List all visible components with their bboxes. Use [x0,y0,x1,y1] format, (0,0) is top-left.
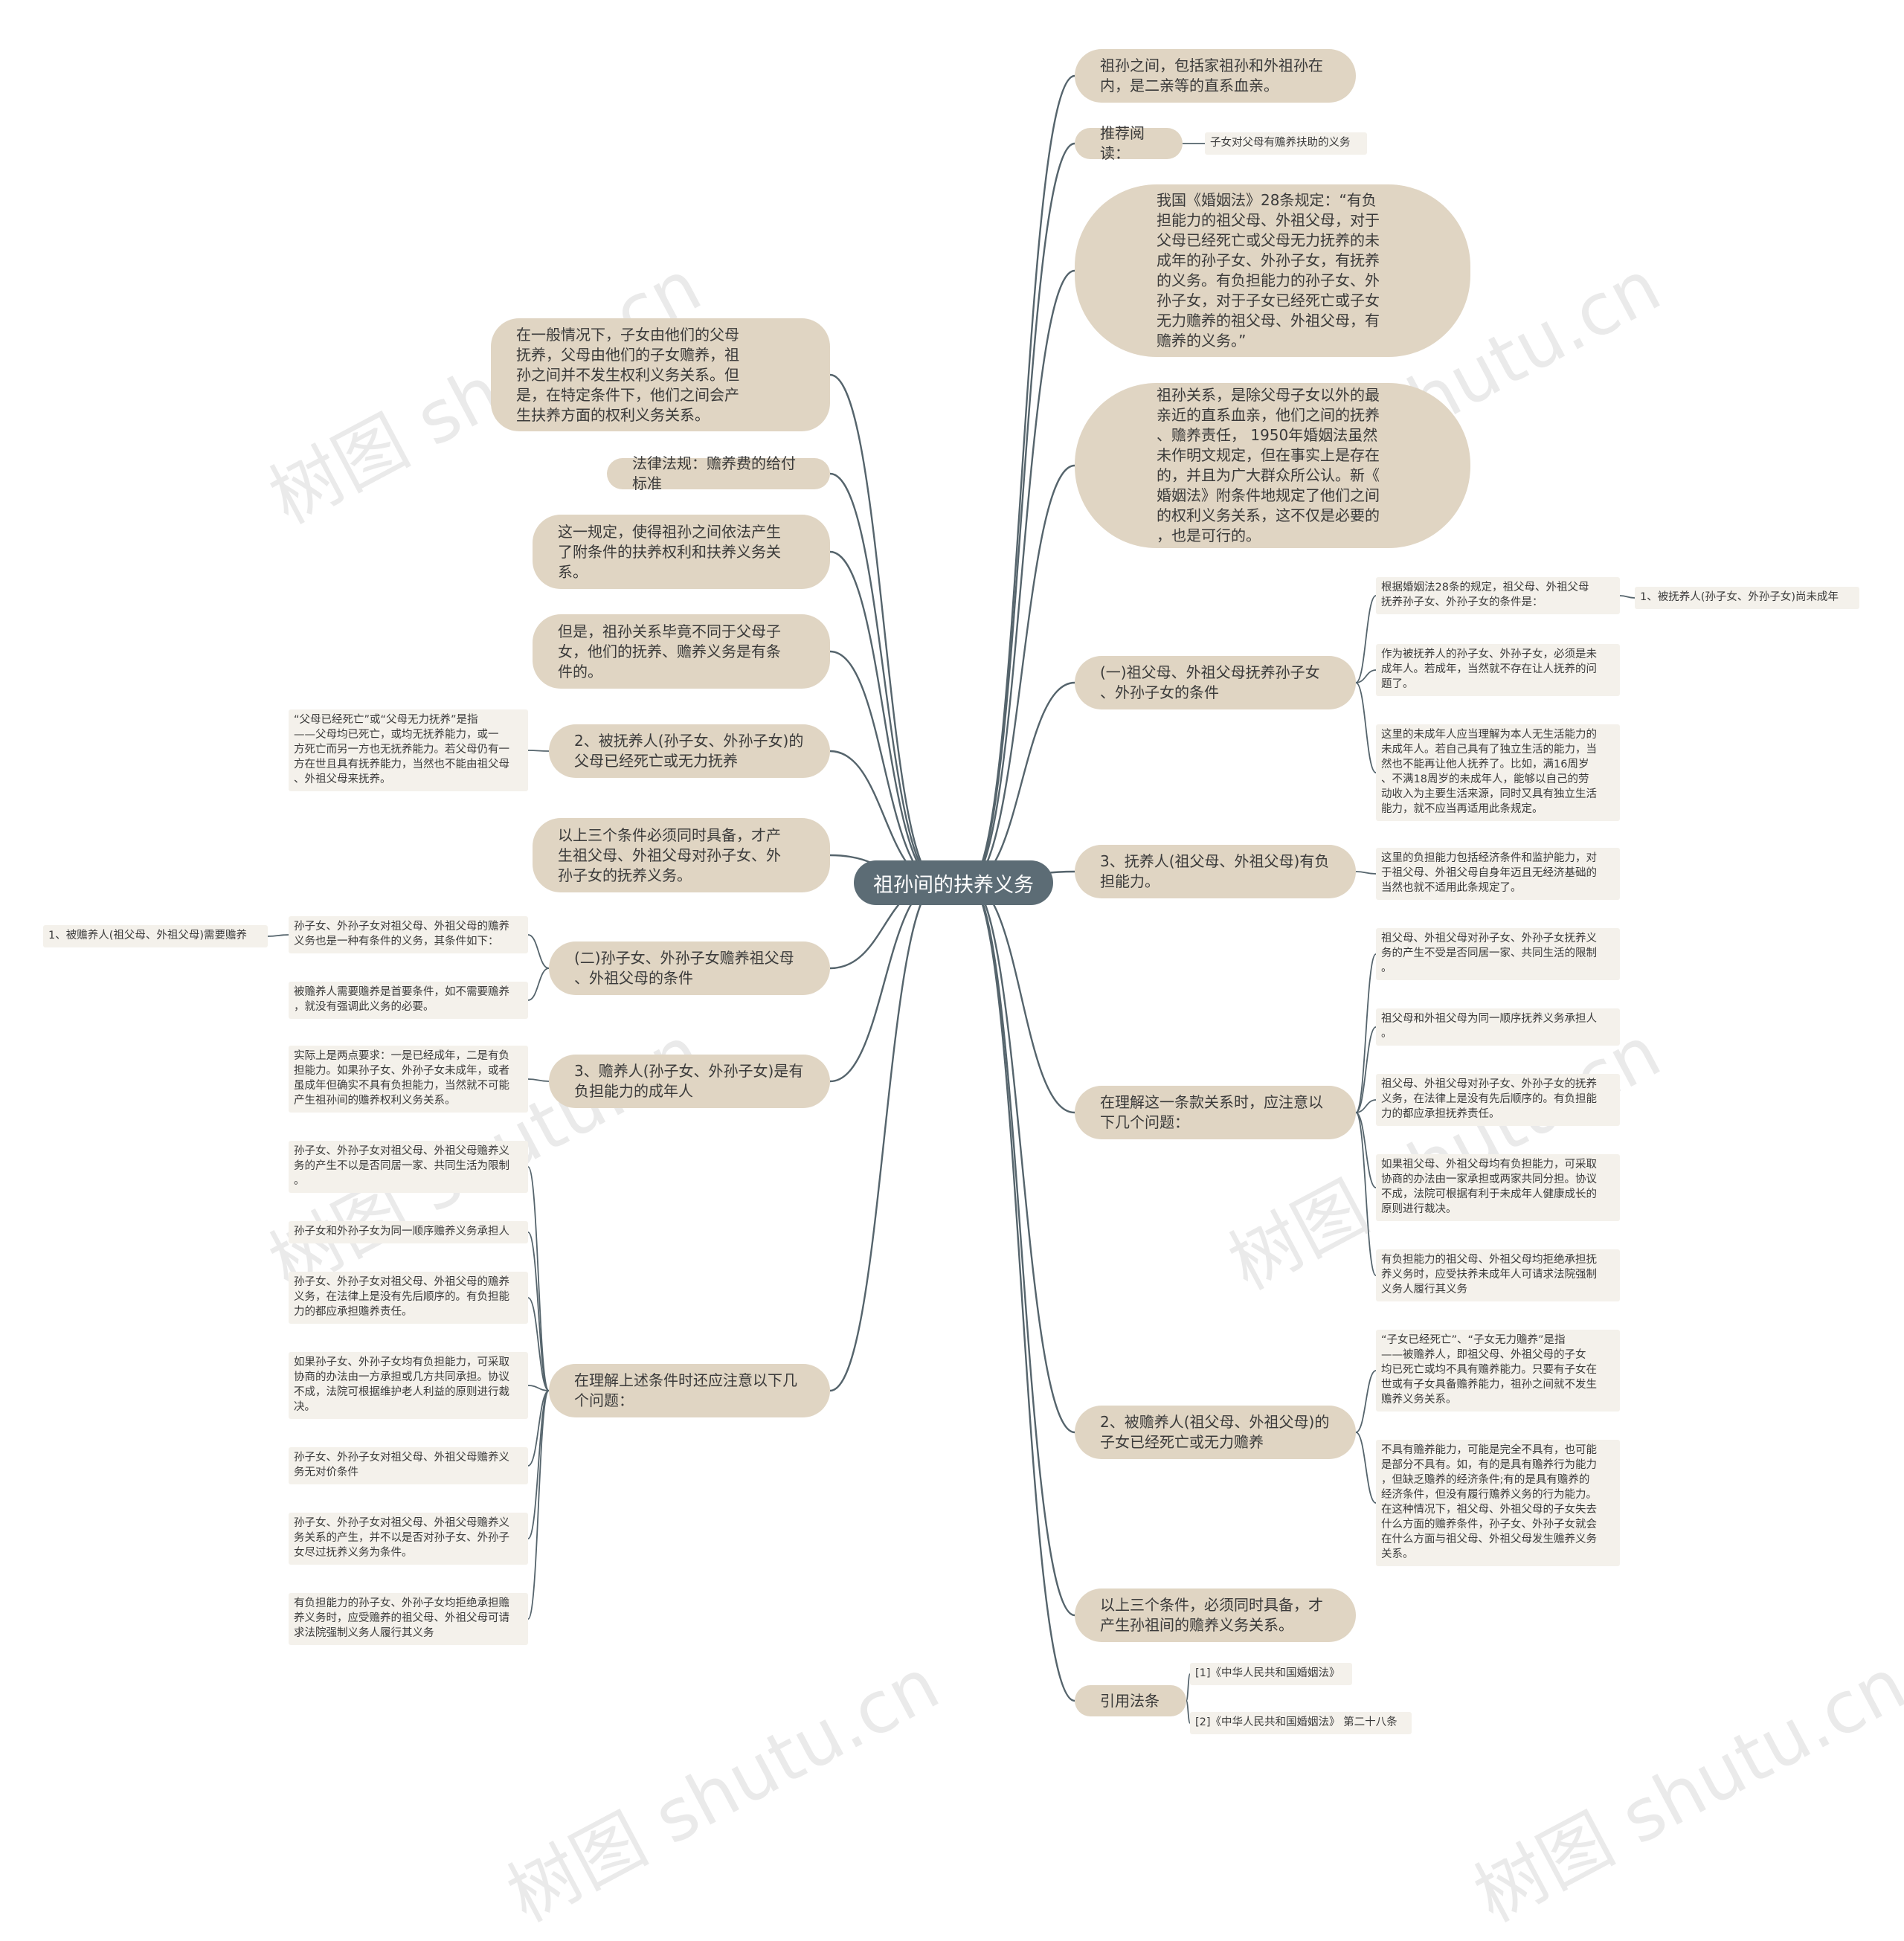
leaf-cited-law-2[interactable]: [2]《中华人民共和国婚姻法》 第二十八条 [1190,1712,1412,1734]
branch-line [829,550,939,884]
leaf-parents-dead-definition: “父母已经死亡”或“父母无力抚养”是指 ——父母均已死亡，或均无抚养能力，或一 … [289,709,528,791]
topic-cited-law[interactable]: 引用法条 [1075,1685,1186,1716]
leaf-line [1186,1700,1191,1724]
leaf-must-be-minor: 作为被抚养人的孙子女、外孙子女，必须是未 成年人。若成年，当然就不存在让人抚养的… [1376,644,1620,696]
branch-line [829,373,939,884]
leaf-line [527,1166,550,1391]
leaf-line [1355,1099,1377,1113]
leaf-need-first-condition: 被赡养人需要赡养是首要条件，如不需要赡养 ，就没有强调此义务的必要。 [289,982,528,1019]
branch-line [968,464,1075,884]
leaf-needs-support: 1、被赡养人(祖父母、外祖父母)需要赡养 [43,925,268,947]
branch-line [829,472,939,884]
leaf-line [1355,1432,1377,1504]
leaf-right-note-4: 如果祖父母、外祖父母均有负担能力，可采取 协商的办法由一家承担或两家共同分担。协… [1376,1154,1620,1221]
topic-supporter-capable-adult[interactable]: 3、赡养人(孙子女、外孙子女)是有 负担能力的成年人 [549,1055,830,1108]
topic-grandparent-raising-conditions[interactable]: (一)祖父母、外祖父母抚养孙子女 、外孙子女的条件 [1075,656,1356,709]
leaf-recommended-article[interactable]: 子女对父母有赡养扶助的义务 [1205,132,1367,155]
topic-supported-children-dead[interactable]: 2、被赡养人(祖父母、外祖父母)的 子女已经死亡或无力赡养 [1075,1406,1356,1459]
leaf-line [527,1385,550,1391]
leaf-no-support-capacity: 不具有赡养能力，可能是完全不具有，也可能 是部分不具有。如，有的是具有赡养行为能… [1376,1440,1620,1566]
topic-kinship-degree[interactable]: 祖孙之间，包括家祖孙和外祖孙在 内，是二亲等的直系血亲。 [1075,49,1356,103]
leaf-line [1355,1370,1377,1433]
leaf-right-note-5: 有负担能力的祖父母、外祖父母均拒绝承担抚 养义务时，应受扶养未成年人可请求法院强… [1376,1249,1620,1301]
leaf-line [527,934,550,969]
leaf-support-conditions-intro: 孙子女、外孙子女对祖父母、外祖父母的赡养 义务也是一种有条件的义务，其条件如下： [289,916,528,953]
leaf-line [1355,669,1377,683]
leaf-line [1355,1112,1377,1188]
leaf-line [1355,595,1377,683]
leaf-line [527,1390,550,1467]
leaf-line [527,1297,550,1391]
leaf-line [527,1232,550,1391]
branch-line [829,881,939,1083]
topic-general-situation[interactable]: 在一般情况下，子女由他们的父母 抚养，父母由他们的子女赡养，祖 孙之间并不发生权… [491,318,830,431]
leaf-children-dead-definition: “子女已经死亡”、“子女无力赡养”是指 ——被赡养人，即祖父母、外祖父母的子女 … [1376,1330,1620,1412]
topic-raiser-has-capacity[interactable]: 3、抚养人(祖父母、外祖父母)有负 担能力。 [1075,845,1356,898]
leaf-left-note-6: 孙子女、外孙子女对祖父母、外祖父母赡养义 务关系的产生，并不以是否对孙子女、外孙… [289,1513,528,1565]
branch-line [968,269,1075,884]
leaf-line [1355,1026,1377,1113]
leaf-line [1355,682,1377,773]
leaf-line [527,968,550,1001]
leaf-line [1186,1673,1191,1702]
topic-support-fee-standard[interactable]: 法律法规：赡养费的给付标准 [607,454,830,492]
leaf-raising-conditions-intro: 根据婚姻法28条的规定，祖父母、外祖父母 抚养孙子女、外孙子女的条件是： [1376,577,1620,614]
leaf-line [1619,595,1636,599]
leaf-line [1355,953,1377,1113]
leaf-left-note-5: 孙子女、外孙子女对祖父母、外祖父母赡养义 务无对价条件 [289,1447,528,1484]
topic-left-notes[interactable]: 在理解上述条件时还应注意以下几 个问题： [549,1364,830,1417]
leaf-right-note-2: 祖父母和外祖父母为同一顺序抚养义务承担人 。 [1376,1008,1620,1046]
branch-line [968,881,1075,1702]
leaf-capacity-definition: 这里的负担能力包括经济条件和监护能力，对 于祖父母、外祖父母自身年迈且无经济基础… [1376,848,1620,900]
leaf-line [267,934,289,937]
topic-conditional-relationship[interactable]: 这一规定，使得祖孙之间依法产生 了附条件的扶养权利和扶养义务关 系。 [533,515,830,589]
branch-line [968,142,1075,884]
branch-line [968,881,1075,1114]
leaf-left-note-7: 有负担能力的孙子女、外孙子女均拒绝承担赡 养义务时，应受赡养的祖父母、外祖父母可… [289,1593,528,1645]
leaf-line [527,1390,550,1539]
topic-parents-dead-condition[interactable]: 2、被抚养人(孙子女、外孙子女)的 父母已经死亡或无力抚养 [549,724,830,778]
leaf-line [527,1390,550,1620]
leaf-line [1355,871,1377,875]
leaf-left-note-2: 孙子女和外孙子女为同一顺序赡养义务承担人 [289,1221,528,1243]
leaf-right-note-3: 祖父母、外祖父母对孙子女、外孙子女的抚养 义务，在法律上是没有先后顺序的。有负担… [1376,1074,1620,1126]
leaf-left-note-3: 孙子女、外孙子女对祖父母、外祖父母的赡养 义务，在法律上是没有先后顺序的。有负担… [289,1272,528,1324]
leaf-two-requirements: 实际上是两点要求：一是已经成年，二是有负 担能力。如果孙子女、外孙子女未成年，或… [289,1046,528,1113]
topic-three-conditions-raising[interactable]: 以上三个条件必须同时具备，才产 生祖父母、外祖父母对孙子女、外 孙子女的抚养义务… [533,818,830,892]
leaf-left-note-4: 如果孙子女、外孙子女均有负担能力，可采取 协商的办法由一方承担或几方共同承担。协… [289,1352,528,1419]
leaf-minor-definition: 这里的未成年人应当理解为本人无生活能力的 未成年人。若自己具有了独立生活的能力，… [1376,724,1620,821]
leaf-line [527,1078,550,1082]
leaf-left-note-1: 孙子女、外孙子女对祖父母、外祖父母赡养义 务的产生不以是否同居一家、共同生活为限… [289,1141,528,1193]
topic-three-conditions-support[interactable]: 以上三个条件，必须同时具备，才 产生孙祖间的赡养义务关系。 [1075,1588,1356,1642]
topic-marriage-law-article-28[interactable]: 我国《婚姻法》28条规定：“有负 担能力的祖父母、外祖父母，对于 父母已经死亡或… [1075,184,1470,357]
root-topic[interactable]: 祖孙间的扶养义务 [854,860,1053,905]
topic-right-notes[interactable]: 在理解这一条款关系时，应注意以 下几个问题： [1075,1086,1356,1139]
leaf-minor-condition: 1、被抚养人(孙子女、外孙子女)尚未成年 [1635,587,1859,609]
topic-grandparent-relationship[interactable]: 祖孙关系，是除父母子女以外的最 亲近的直系血亲，他们之间的抚养 、赡养责任， 1… [1075,383,1470,548]
topic-grandchildren-support-conditions[interactable]: (二)孙子女、外孙子女赡养祖父母 、外祖父母的条件 [549,941,830,995]
leaf-line [527,750,550,752]
branch-line [829,881,939,1392]
topic-conditional-duty[interactable]: 但是，祖孙关系毕竟不同于父母子 女，他们的抚养、赡养义务是有条 件的。 [533,614,830,689]
leaf-line [1355,1112,1377,1276]
topic-recommended-reading[interactable]: 推荐阅读： [1075,124,1183,162]
branch-line [968,881,1075,1617]
leaf-right-note-1: 祖父母、外祖父母对孙子女、外孙子女抚养义 务的产生不受是否同居一家、共同生活的限… [1376,928,1620,980]
branch-line [829,650,939,884]
leaf-cited-law-1[interactable]: [1]《中华人民共和国婚姻法》 [1190,1663,1352,1685]
branch-line [968,881,1075,1434]
